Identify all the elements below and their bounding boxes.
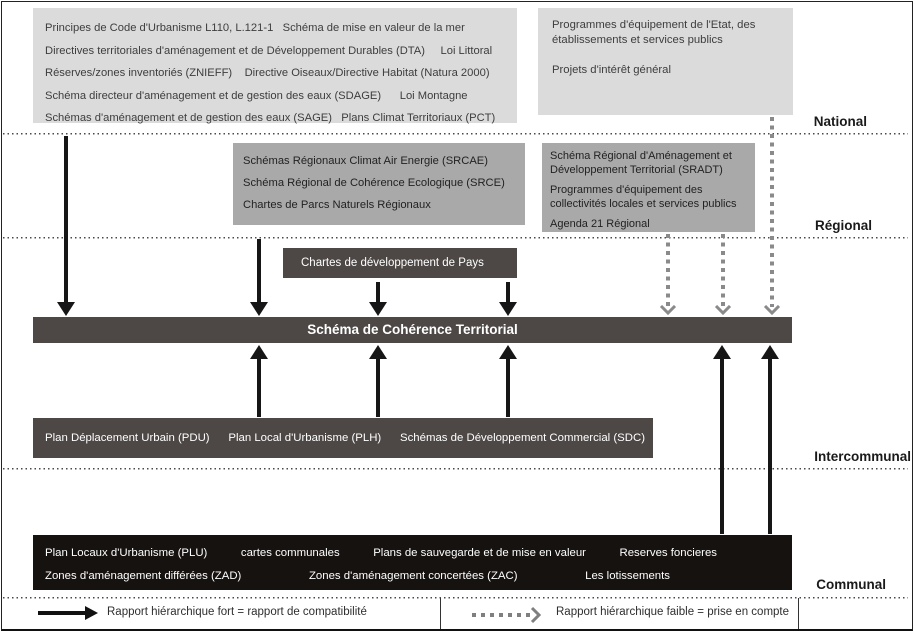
regional-level-divider [3,237,908,239]
weak-arrow-down-sradt-1-icon [658,234,678,316]
communal-item: Zones d'aménagement différées (ZAD) [45,570,242,582]
communal-item: cartes communales [240,547,340,559]
chartes-pays-box: Chartes de développement de Pays [283,248,517,278]
national-doc-line: Réserves/zones inventoriés (ZNIEFF) Dire… [45,67,490,79]
level-label-regional: Régional [814,218,872,233]
level-label-communal: Communal [816,577,886,592]
regional-programs-item: Programmes d'équipement des collectivité… [550,184,737,210]
intercommunal-item: Plan Déplacement Urbain (PDU) [45,432,210,444]
communal-item: Plan Locaux d'Urbanisme (PLU) [45,547,208,559]
communal-row: Zones d'aménagement différées (ZAD) Zone… [45,566,670,586]
national-doc-line: Schémas d'aménagement et de gestion des … [45,112,496,124]
strong-arrow-up-intercommunal-1-icon [250,345,268,417]
regional-schemas-box: Schémas Régionaux Climat Air Energie (SR… [233,143,525,225]
strong-arrow-down-chartes-1-icon [369,282,387,316]
regional-schema-line: Chartes de Parcs Naturels Régionaux [243,199,431,211]
scot-title-bar: Schéma de Cohérence Territorial [33,317,792,343]
strong-arrow-up-intercommunal-3-icon [499,345,517,417]
strong-arrow-down-chartes-2-icon [499,282,517,316]
intercommunal-documents-box: Plan Déplacement Urbain (PDU) Plan Local… [33,418,653,458]
level-label-intercommunal: Intercommunal [814,449,911,464]
national-doc-line: Principes de Code d'Urbanisme L110, L.12… [45,22,465,34]
regional-programs-item: Schéma Régional d'Aménagement et Dévelop… [550,150,732,176]
communal-item: Reserves foncieres [619,547,717,559]
strong-arrow-down-regional-icon [250,239,268,316]
state-programs-item: Programmes d'équipement de l'Etat, des é… [552,19,756,46]
strong-arrow-up-communal-2-icon [761,345,779,534]
legend-weak-arrow-icon [472,606,542,624]
intercommunal-item: Plan Local d'Urbanisme (PLH) [228,432,382,444]
legend-strong-arrow-icon [38,606,98,620]
state-programs-item: Projets d'intérêt général [552,64,671,76]
intercommunal-level-divider [3,468,908,470]
communal-item: Plans de sauvegarde et de mise en valeur [373,547,586,559]
regional-programs-box: Schéma Régional d'Aménagement et Dévelop… [542,143,755,232]
national-doc-line: Schéma directeur d'aménagement et de ges… [45,89,468,102]
strong-arrow-down-national-icon [57,136,75,316]
weak-arrow-down-sradt-2-icon [713,234,733,316]
strong-arrow-up-intercommunal-2-icon [369,345,387,417]
regional-schema-line: Schémas Régionaux Climat Air Energie (SR… [243,155,488,167]
communal-row: Plan Locaux d'Urbanisme (PLU) cartes com… [45,543,717,563]
communal-level-divider [3,597,908,599]
national-level-divider [3,133,908,135]
state-programs-box: Programmes d'équipement de l'Etat, des é… [538,8,793,115]
national-documents-box: Principes de Code d'Urbanisme L110, L.12… [33,8,517,124]
communal-documents-box: Plan Locaux d'Urbanisme (PLU) cartes com… [33,535,792,590]
communal-item: Les lotissements [585,570,670,582]
national-doc-line: Directives territoriales d'aménagement e… [45,44,493,57]
legend-divider [440,598,441,629]
intercommunal-item: Schémas de Développement Commercial (SDC… [400,432,645,444]
legend-divider [798,598,799,629]
weak-arrow-down-state-programs-icon [762,117,782,316]
communal-item: Zones d'aménagement concertées (ZAC) [308,570,518,582]
legend-weak-label: Rapport hiérarchique faible = prise en c… [556,606,790,618]
level-label-national: National [813,114,867,129]
strong-arrow-up-communal-1-icon [713,345,731,534]
regional-schema-line: Schéma Régional de Cohérence Ecologique … [243,177,505,189]
legend-strong-label: Rapport hiérarchique fort = rapport de c… [107,606,367,618]
regional-programs-item: Agenda 21 Régional [550,218,650,230]
